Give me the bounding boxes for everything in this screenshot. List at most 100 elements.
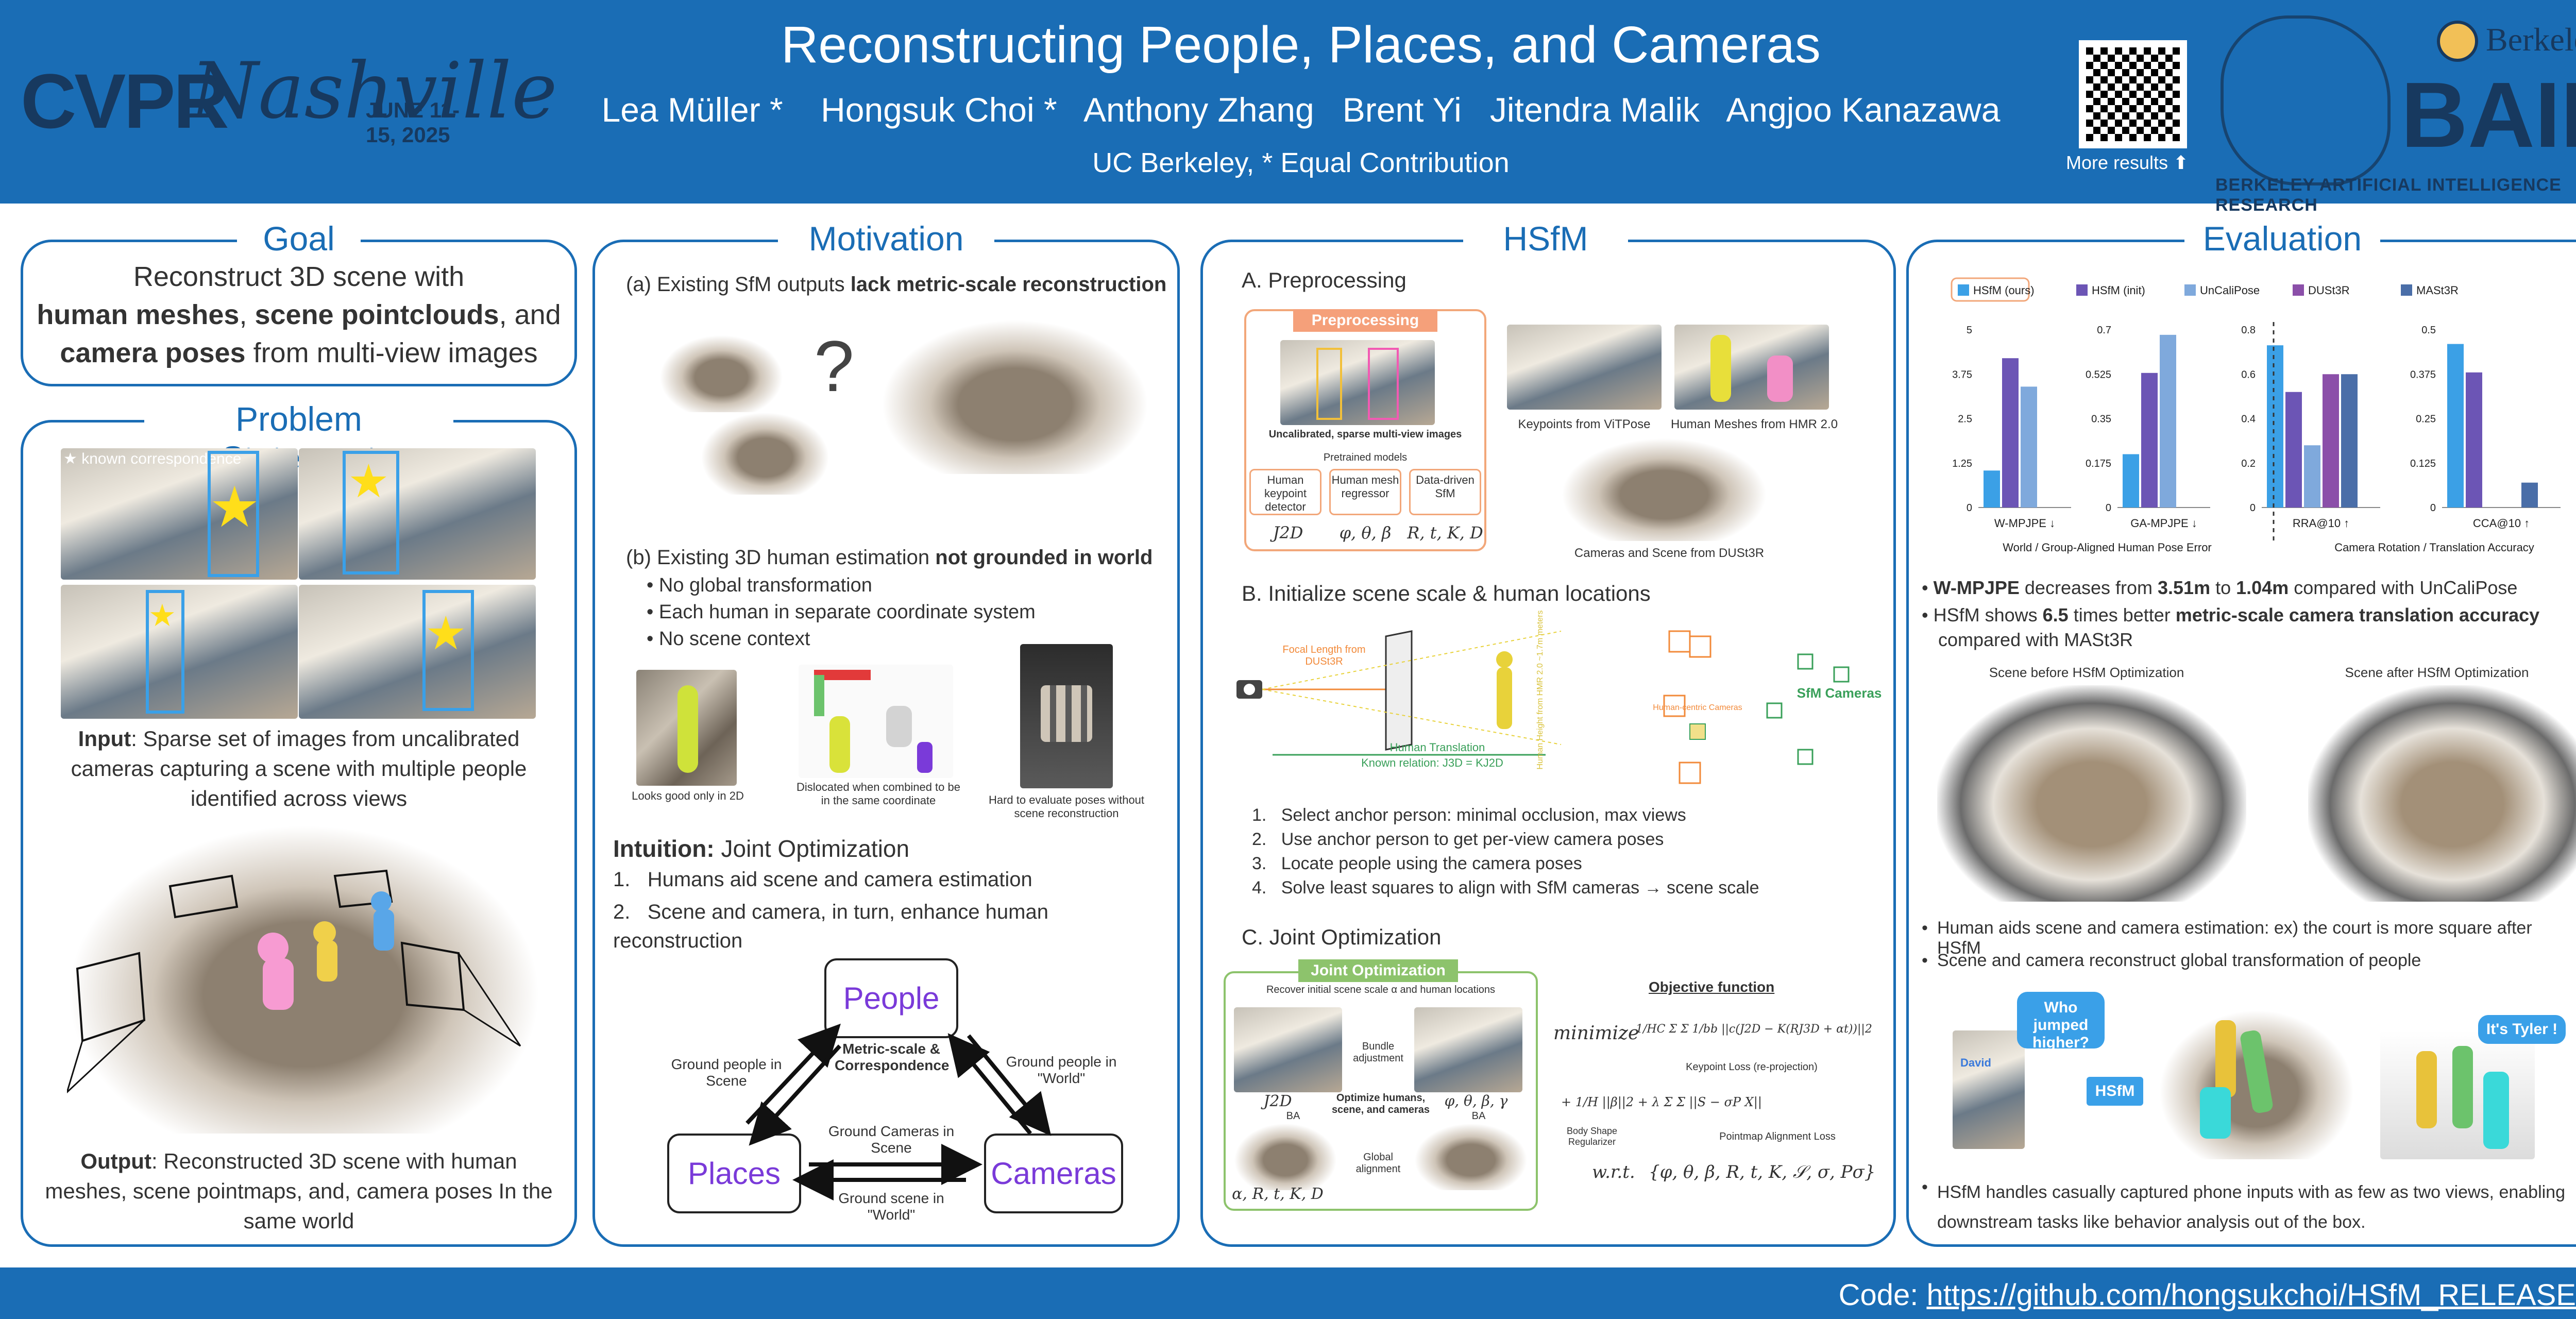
hsfm-title: HSfM	[1463, 219, 1628, 258]
goal-title: Goal	[237, 219, 361, 258]
eval-value-after: 1.04m	[2236, 577, 2289, 598]
global-alignment-label: Global alignment	[1355, 1152, 1401, 1175]
bar	[2304, 445, 2320, 508]
scene-before-image[interactable]	[1937, 685, 2246, 902]
model-mesh-regressor: Human mesh regressor	[1329, 469, 1401, 515]
input-text: : Sparse set of images from uncalibrated…	[71, 726, 527, 810]
qr-pattern-icon	[2086, 47, 2180, 141]
input-image-2[interactable]: ★	[299, 448, 536, 580]
model-keypoint-detector: Human keypoint detector	[1249, 469, 1321, 515]
output-reconstruction-image[interactable]	[65, 824, 541, 1134]
intuition-item-text: Scene and camera, in turn, enhance human…	[613, 901, 1048, 952]
bar	[2160, 334, 2176, 508]
x-axis-label: CCA@10 ↑	[2473, 517, 2530, 530]
node-places: Places	[667, 1134, 801, 1213]
detection-box	[1316, 348, 1342, 420]
motivation-a-prefix: (a) Existing SfM outputs	[626, 273, 851, 296]
poster-affiliation: UC Berkeley, * Equal Contribution	[1092, 147, 1510, 178]
jo-pointcloud-left[interactable]	[1234, 1123, 1337, 1190]
dislocated-meshes-image[interactable]	[799, 665, 953, 778]
legend-highlight	[1951, 277, 2030, 302]
behavior-reconstruction-image[interactable]	[2159, 1010, 2354, 1159]
preprocessing-images[interactable]	[1280, 340, 1435, 425]
graph-arrows	[745, 1023, 1052, 1200]
code-link-row: Code: https://github.com/hongsukchoi/HSf…	[1839, 1278, 2576, 1312]
cvpr-logo-text: CVPR	[21, 58, 229, 144]
berkeley-wordmark: Berkeley	[2486, 21, 2576, 58]
y-tick-label: 2.5	[1958, 414, 1972, 425]
hsfm-arrow: HSfM	[2087, 1077, 2143, 1106]
eval-factor: 6.5	[2042, 604, 2069, 625]
detection-box	[208, 451, 259, 577]
code-link[interactable]: https://github.com/hongsukchoi/HSfM_RELE…	[1926, 1278, 2576, 1312]
intuition-item-2: 2. Scene and camera, in turn, enhance hu…	[613, 901, 1048, 952]
jo-sym-right: φ, θ, β, γ	[1444, 1092, 1508, 1109]
goal-box	[21, 240, 577, 386]
keypoint-loss-label: Keypoint Loss (re-projection)	[1686, 1061, 1818, 1073]
mesh-yellow-icon	[829, 716, 850, 773]
human-meshes-image[interactable]	[1674, 325, 1829, 410]
hsfm-b-title: B. Initialize scene scale & human locati…	[1242, 581, 1651, 605]
dust3r-scene-image[interactable]	[1561, 438, 1767, 541]
star-icon: ★	[148, 598, 176, 633]
motivation-b-bold: not grounded in world	[935, 546, 1153, 569]
mesh-gray-icon	[886, 706, 912, 747]
b-step-text: Locate people using the camera poses	[1281, 854, 1582, 873]
edge-ground-scene-world: Ground scene in "World"	[838, 1190, 944, 1223]
legend-swatch	[2076, 284, 2088, 296]
goal-and: , and	[499, 299, 561, 330]
keypoints-image[interactable]	[1507, 325, 1662, 410]
input-image-4[interactable]: ★	[299, 585, 536, 719]
y-tick-label: 0	[2430, 502, 2436, 514]
eval-text: HSfM shows	[1933, 604, 2043, 625]
bar	[2447, 344, 2464, 508]
mesh-green-icon	[2452, 1046, 2473, 1128]
bar	[2267, 345, 2283, 508]
intuition-label: Intuition:	[613, 835, 715, 862]
qr-code[interactable]	[2079, 40, 2187, 148]
mesh-cyan-icon	[2200, 1087, 2231, 1139]
sfm-pointcloud-small-2[interactable]	[701, 412, 829, 495]
input-image-1[interactable]: ★ known correspondence ★	[61, 448, 298, 580]
hmr-2d-image[interactable]	[636, 670, 737, 786]
caption-keypoints: Keypoints from ViTPose	[1518, 417, 1651, 431]
y-tick-label: 1.25	[1952, 458, 1972, 469]
jo-left-image[interactable]	[1234, 1007, 1342, 1092]
code-label: Code:	[1838, 1278, 1927, 1312]
y-tick-label: 0.6	[2241, 369, 2256, 380]
output-label: Output	[80, 1149, 151, 1173]
x-axis-label: GA-MPJPE ↓	[2130, 517, 2197, 530]
eval-value-before: 3.51m	[2158, 577, 2211, 598]
human-translation-label: Human Translation	[1389, 741, 1485, 754]
mesh-cyan-icon	[2483, 1072, 2509, 1149]
detection-box	[422, 590, 474, 711]
goal-text: Reconstruct 3D scene with human meshes, …	[31, 258, 567, 372]
poster-header: CVPR Nashville JUNE 11-15, 2025 Reconstr…	[0, 0, 2576, 215]
bair-subtitle: BERKELEY ARTIFICIAL INTELLIGENCE RESEARC…	[2215, 175, 2562, 215]
input-image-3[interactable]: ★	[61, 585, 298, 719]
human-mesh-icon	[677, 685, 698, 773]
phone-input-image[interactable]	[1953, 1030, 2025, 1149]
eval-text: times better	[2068, 604, 2176, 625]
bundle-adjustment-label: Bundle adjustment	[1353, 1041, 1403, 1064]
caption-dust3r: Cameras and Scene from DUSt3R	[1574, 546, 1765, 560]
motivation-bullet-text: No global transformation	[658, 574, 872, 596]
symbol-j2d: J2D	[1273, 523, 1303, 543]
sfm-pointcloud-large[interactable]	[881, 319, 1149, 474]
eval-text: compared with UnCaliPose	[2289, 577, 2518, 598]
david-label: David	[1960, 1056, 1991, 1069]
tyler-image[interactable]	[2380, 1030, 2535, 1159]
jo-pointcloud-right[interactable]	[1414, 1123, 1528, 1190]
no-scene-image[interactable]	[1020, 644, 1113, 788]
eval-text: compared with MASt3R	[1938, 629, 2133, 650]
motivation-bullet-2: • Each human in separate coordinate syst…	[647, 601, 1036, 623]
scene-after-label: Scene after HSfM Optimization	[2345, 665, 2529, 680]
scene-after-image[interactable]	[2308, 685, 2576, 902]
optimize-label: Optimize humans, scene, and cameras	[1331, 1092, 1430, 1115]
b-step-text: Use anchor person to get per-view camera…	[1281, 830, 1664, 849]
jo-right-image[interactable]	[1414, 1007, 1522, 1092]
motivation-bullet-3: • No scene context	[647, 628, 810, 650]
bair-logo: Berkeley BAIR BERKELEY ARTIFICIAL INTELL…	[2215, 5, 2576, 215]
sfm-pointcloud-small-1[interactable]	[659, 335, 783, 412]
